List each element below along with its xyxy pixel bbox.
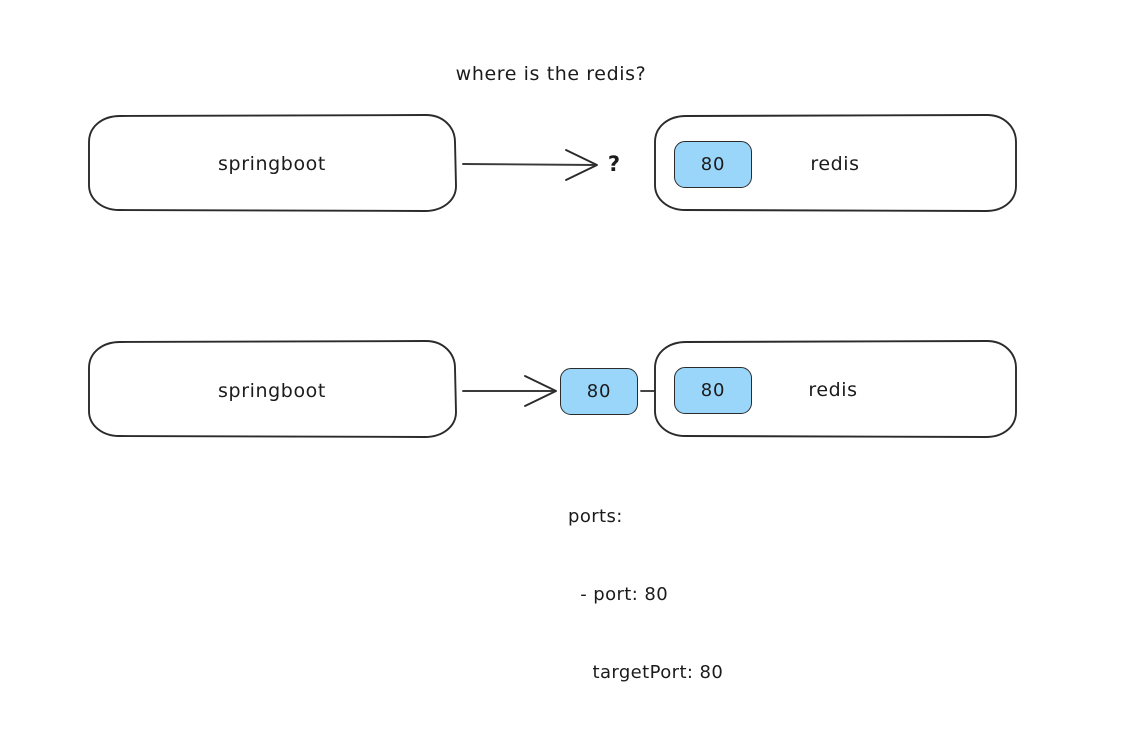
row-answer-arrow [462,375,557,407]
diagram-title: where is the redis? [455,63,647,85]
row-answer-link-arrow [640,384,674,398]
yaml-line-target-port: targetPort: 80 [568,662,724,683]
diagram-canvas: where is the redis? [88,63,1017,683]
yaml-line-port: - port: 80 [568,584,669,605]
row-answer-redis-port-badge: 80 [674,367,752,414]
ports-yaml-snippet: ports: - port: 80 targetPort: 80 [568,452,723,738]
diagram-shapes-layer [88,114,1017,438]
row-question-redis-port-badge: 80 [674,141,752,188]
yaml-line-ports: ports: [568,506,623,527]
row-answer-service-port-badge: 80 [560,368,638,415]
row-question-arrow [462,149,598,181]
row-question-springboot-label: springboot [218,153,326,175]
row-question-redis-label: redis [810,153,860,175]
row-answer-springboot-label: springboot [218,380,326,402]
row-question-annotation: ? [607,152,621,176]
row-answer-redis-label: redis [808,379,858,401]
